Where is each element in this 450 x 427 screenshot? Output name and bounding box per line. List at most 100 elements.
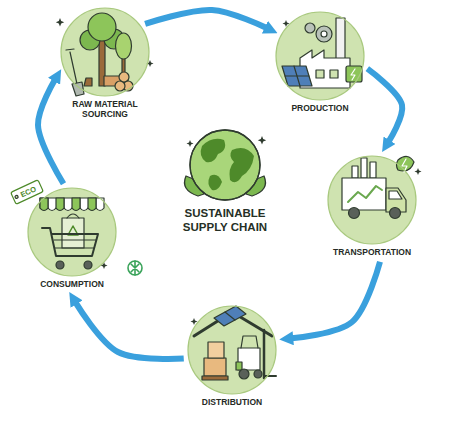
shop-icon-part <box>11 180 44 204</box>
stage-disc-part <box>276 12 364 100</box>
forest-icon-part <box>116 33 132 59</box>
shop-icon-part-part <box>15 195 19 199</box>
factory-icon-part <box>285 75 309 76</box>
warehouse-icon-part <box>225 312 235 320</box>
forest-icon-part <box>84 78 92 86</box>
warehouse-icon-part <box>241 336 258 348</box>
stage-label: DISTRIBUTION <box>202 398 262 408</box>
forest-icon-part <box>119 72 129 82</box>
truck-icon-part <box>342 178 386 210</box>
shop-icon-part-part <box>11 180 44 204</box>
stage-circle-outline <box>61 8 149 96</box>
truck-icon <box>342 156 414 218</box>
warehouse-icon-part <box>254 370 262 378</box>
truck-icon-part <box>390 208 401 219</box>
stage-disc-part <box>188 306 276 394</box>
stage-circle-outline <box>328 156 416 244</box>
truck-icon-part <box>389 191 402 199</box>
factory-icon-part <box>336 18 345 60</box>
shop-icon-part <box>84 261 92 269</box>
stage-node: TRANSPORTATION <box>317 156 427 258</box>
flow-arrow <box>367 69 402 142</box>
stage-circle-outline <box>188 306 276 394</box>
warehouse-icon-part <box>236 362 242 370</box>
spacer <box>265 12 375 104</box>
stage-disc-part <box>328 156 416 244</box>
diagram-stage-part: SUSTAINABLE SUPPLY CHAIN <box>140 207 310 235</box>
stage-circle-outline <box>276 12 364 100</box>
stage-label: TRANSPORTATION <box>333 248 411 258</box>
diagram-title: SUSTAINABLE SUPPLY CHAIN <box>175 207 275 235</box>
stage-disc-part <box>61 8 149 96</box>
logo-mark-part <box>131 261 139 275</box>
forest-icon-part <box>88 13 116 41</box>
truck-icon-part <box>361 158 367 178</box>
logo-mark-part <box>128 261 142 275</box>
factory-icon-part <box>316 26 332 42</box>
globe-icon-part <box>230 148 255 182</box>
warehouse-icon-part <box>208 342 224 358</box>
truck-icon-part <box>349 208 360 219</box>
sparkle <box>56 18 422 325</box>
stage-circle <box>17 188 127 276</box>
sparkle-part <box>187 140 194 147</box>
globe-icon-part <box>201 139 225 162</box>
stage-node: CONSUMPTION <box>17 188 127 290</box>
stage-node: RAW MATERIAL SOURCING <box>50 8 160 120</box>
flow-arrow <box>76 303 184 359</box>
stage-node: PRODUCTION <box>265 12 375 114</box>
truck-icon-part <box>370 162 376 178</box>
spacer <box>50 8 160 100</box>
stage-disc-part <box>28 188 116 276</box>
shop-icon <box>11 180 104 269</box>
forest-icon <box>66 13 133 96</box>
sparkle-part <box>56 18 64 26</box>
factory-icon-part <box>305 23 315 33</box>
sparkle-part <box>415 168 422 175</box>
flow-arrow <box>292 262 380 339</box>
truck-icon-part <box>352 166 358 178</box>
globe-icon-part <box>190 130 260 200</box>
shop-icon-part <box>54 240 96 248</box>
spacer <box>177 306 287 398</box>
warehouse-icon-part <box>263 330 266 378</box>
globe-icon <box>185 130 266 200</box>
factory-icon-part <box>351 69 355 80</box>
shop-icon-part <box>42 228 98 256</box>
factory-icon-part <box>321 31 327 37</box>
factory-icon-part <box>316 70 324 78</box>
warehouse-icon-part <box>239 369 249 379</box>
warehouse-icon-part <box>214 306 246 326</box>
truck-icon-part <box>348 186 382 202</box>
globe-icon-part <box>190 130 260 200</box>
globe-icon-part <box>208 175 222 190</box>
tag-text: ECO <box>11 180 44 204</box>
logo-mark <box>128 261 142 275</box>
flow-arrow <box>38 80 63 184</box>
diagram-stage-part: ECO <box>11 180 44 204</box>
warehouse-icon <box>194 306 276 380</box>
factory-icon-part <box>330 70 338 78</box>
stage-circle <box>50 8 160 96</box>
warehouse-icon-part <box>264 375 276 377</box>
stage-circle <box>317 156 427 244</box>
truck-icon-part <box>397 156 415 171</box>
forest-icon-part <box>66 49 74 50</box>
warehouse-icon-part <box>202 376 228 380</box>
stage-label: CONSUMPTION <box>40 280 104 290</box>
flow-arrow <box>145 10 266 28</box>
stage-circle-outline <box>28 188 116 276</box>
stage-disc <box>28 8 416 394</box>
spacer <box>317 156 427 248</box>
spacer <box>17 188 127 280</box>
warehouse-icon-part <box>204 358 226 376</box>
sparkle-part <box>258 136 266 144</box>
stage-node: DISTRIBUTION <box>177 306 287 408</box>
shop-icon-part <box>40 198 104 211</box>
factory-icon-part <box>282 66 312 86</box>
stage-circle <box>265 12 375 100</box>
stage-label: PRODUCTION <box>291 104 348 114</box>
shop-icon-part <box>67 214 79 218</box>
factory-icon <box>282 18 362 88</box>
